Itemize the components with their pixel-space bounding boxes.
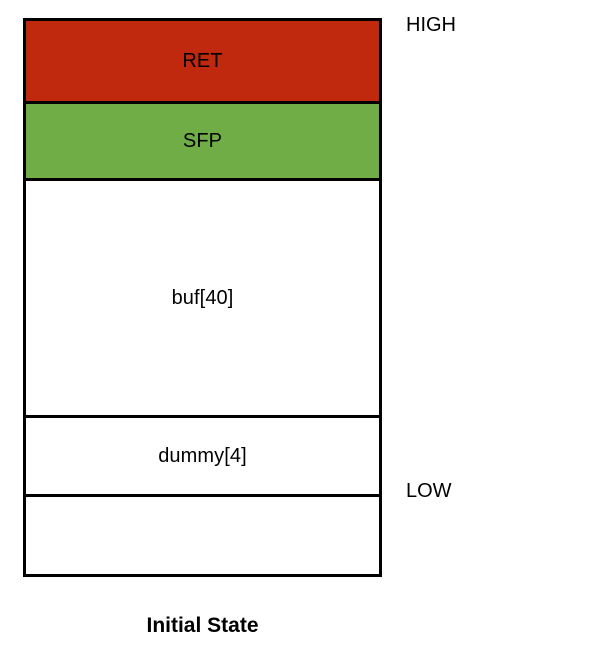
stack-cell-empty [26,494,379,572]
address-marker-high: HIGH [406,14,456,36]
stack-cell-sfp: SFP [26,101,379,178]
stack-cell-buf: buf[40] [26,178,379,415]
stack-cell-ret: RET [26,21,379,101]
stack-cell-dummy-label: dummy[4] [158,445,247,467]
address-marker-low: LOW [406,480,452,502]
stack-cell-buf-label: buf[40] [171,287,234,309]
stack-memory-diagram: RET SFP buf[40] dummy[4] [23,18,382,577]
stack-cell-sfp-label: SFP [182,130,223,152]
diagram-caption: Initial State [146,614,259,637]
stack-cell-dummy: dummy[4] [26,415,379,494]
stack-cell-ret-label: RET [182,50,223,72]
